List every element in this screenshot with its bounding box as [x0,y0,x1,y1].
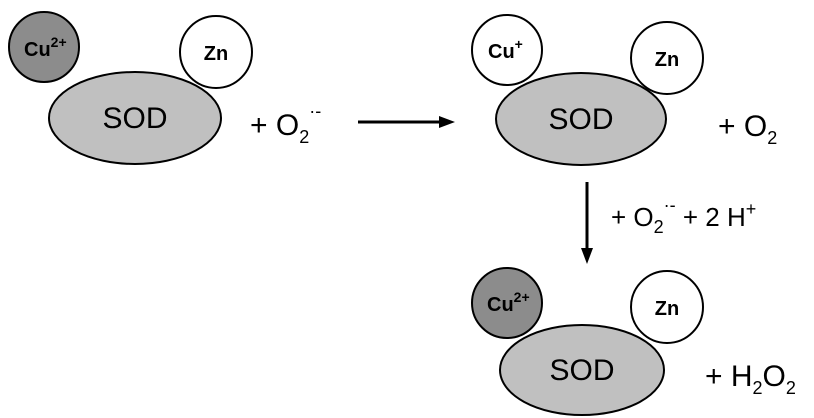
complex-sod-cu2-regenerated: SOD Cu2+ Zn [471,267,704,416]
zn-label: Zn [655,49,679,71]
zn-label: Zn [655,298,679,320]
complex-sod-cu2-initial: SOD Cu2+ Zn [8,11,253,165]
cu-reduced-label: Cu+ [488,36,523,63]
arrow-step1 [358,116,455,128]
cu-reduced-circle [471,14,543,86]
sod-body [48,71,222,165]
zn-circle [630,21,704,95]
cu-oxidized-label: Cu2+ [24,34,67,61]
sod-body [499,324,665,416]
zn-circle [630,270,704,344]
step1-reactant-superoxide: + O2·- [250,101,321,147]
step2-reactants: + O2·- + 2 H+ [611,195,756,237]
arrow-step2 [581,182,593,264]
zn-circle [179,15,253,89]
complex-sod-cu-reduced: SOD Cu+ Zn [471,14,704,166]
sod-label: SOD [548,103,613,136]
zn-label: Zn [204,43,228,65]
sod-label: SOD [102,102,167,135]
step1-product-oxygen: + O2 [718,110,777,148]
cu-oxidized-label: Cu2+ [487,289,530,316]
cu-oxidized-circle [8,11,80,83]
sod-body [495,72,667,166]
sod-label: SOD [549,354,614,387]
cu-oxidized-circle [471,267,543,339]
step2-product-hydrogen-peroxide: + H2O2 [705,360,796,398]
